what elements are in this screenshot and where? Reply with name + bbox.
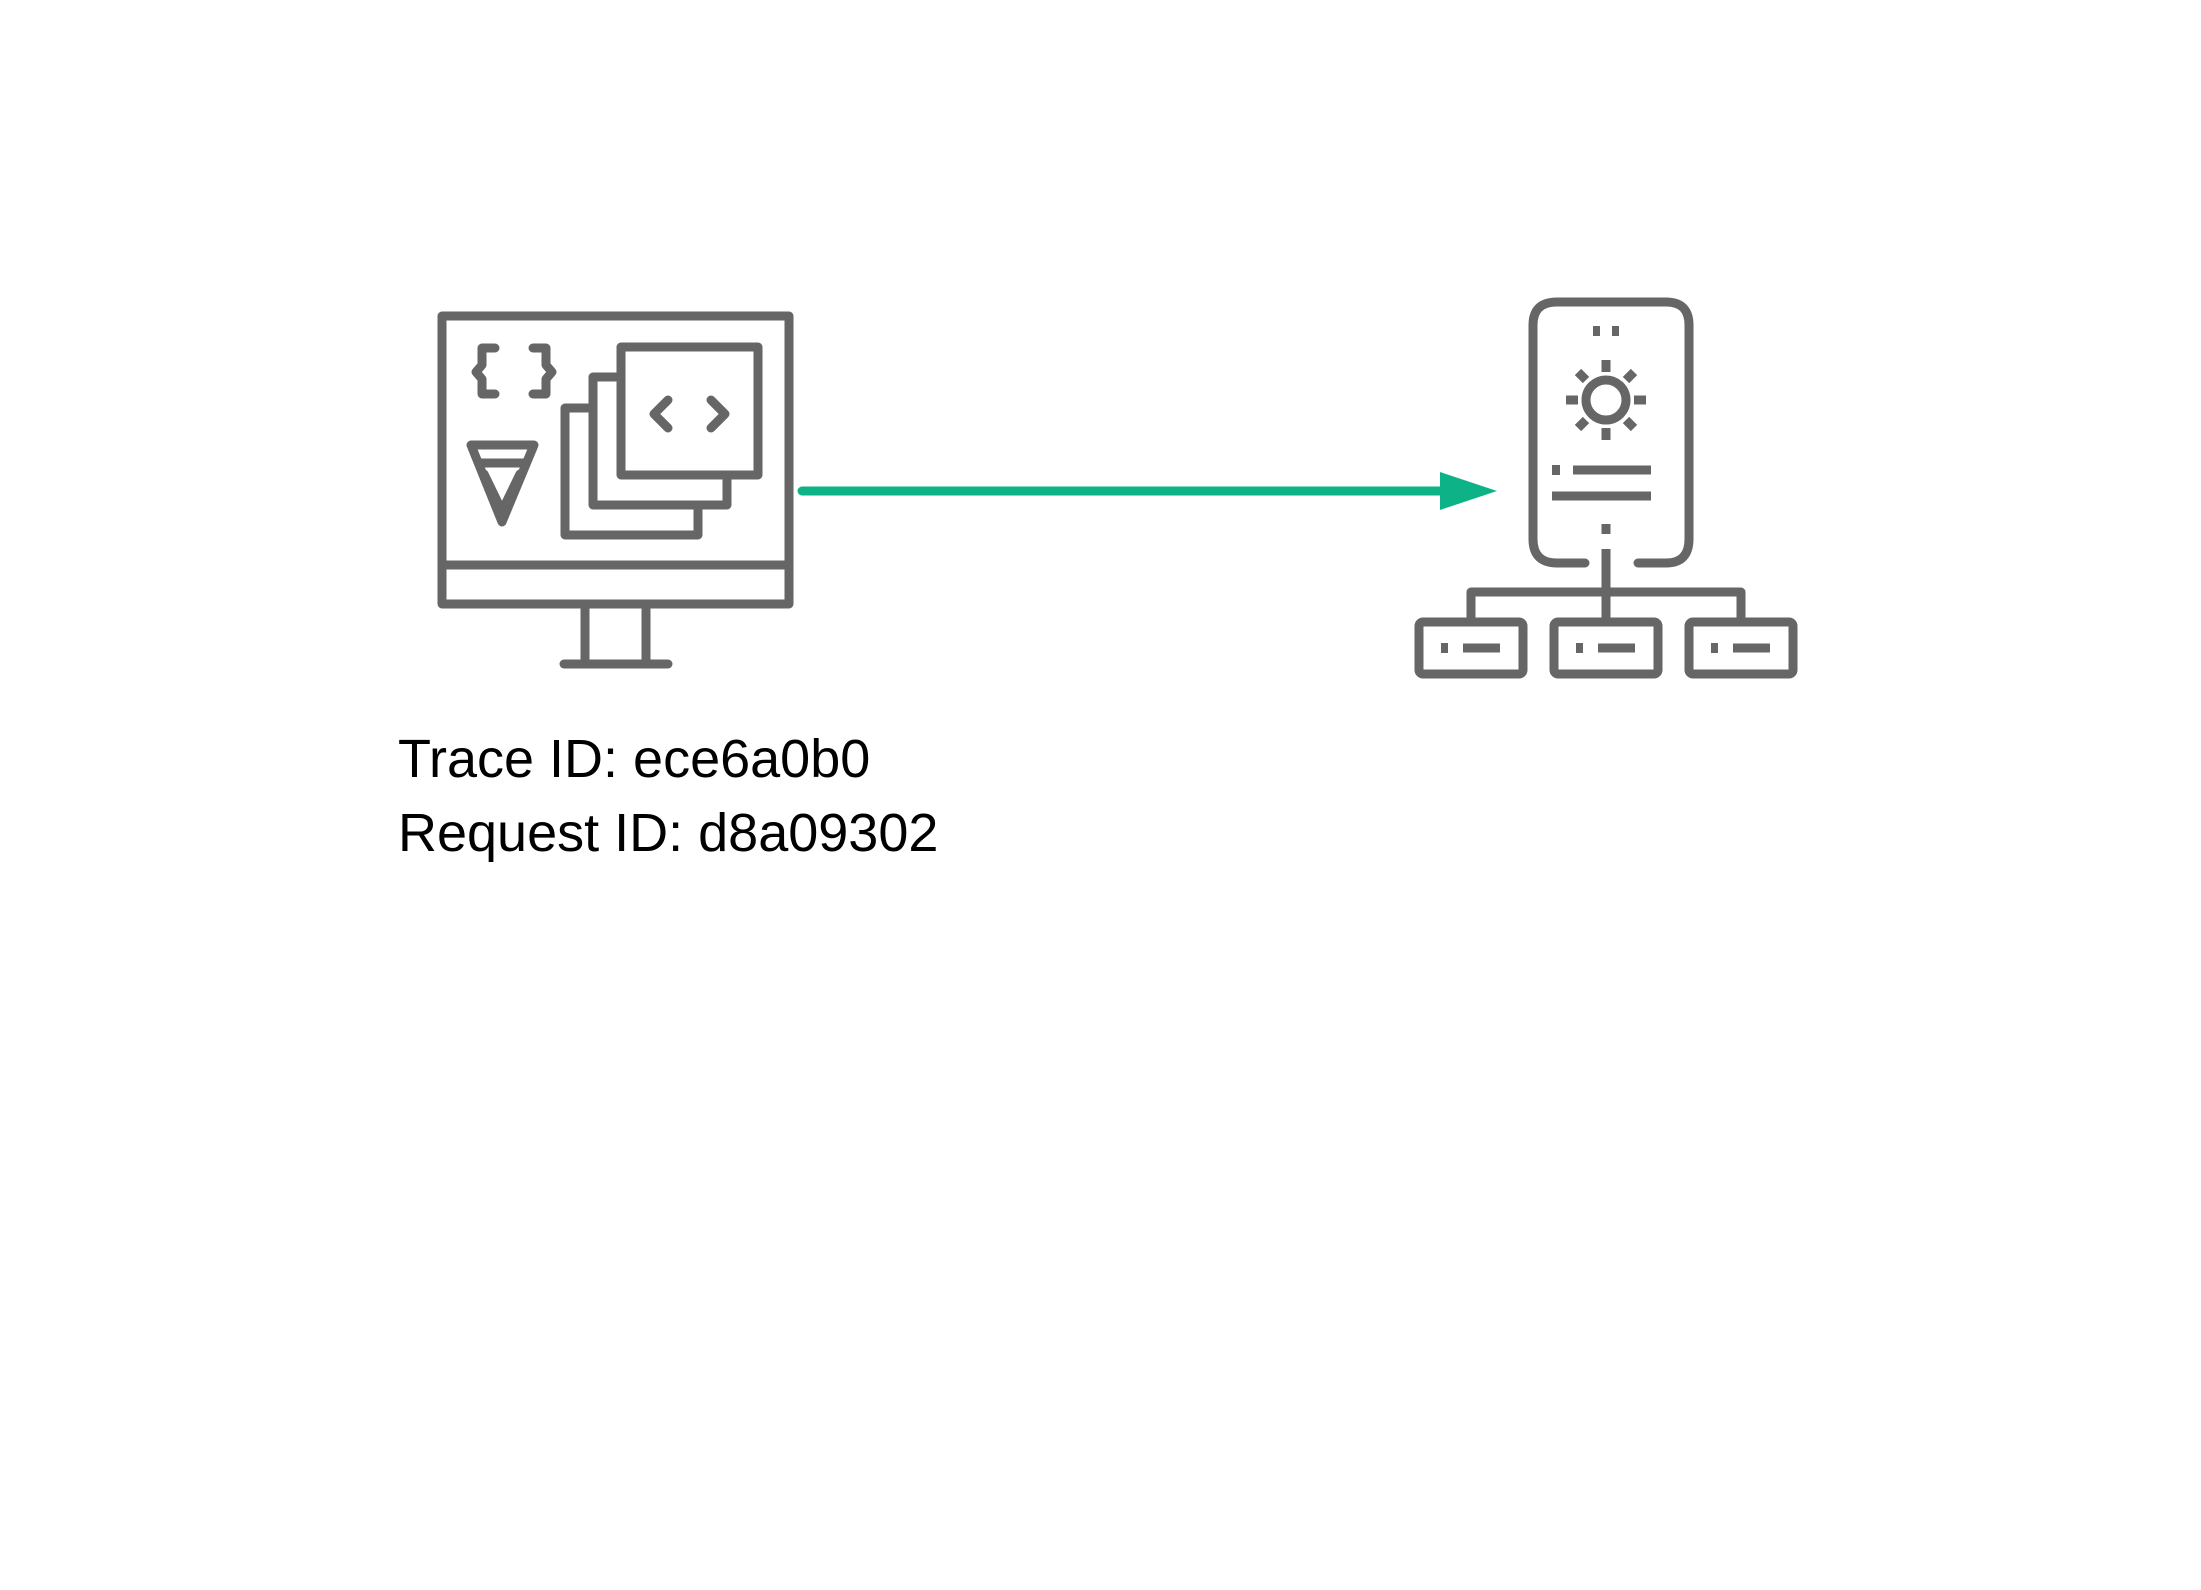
code-chevron-left-icon	[649, 395, 673, 433]
server-network-icon	[1414, 297, 1798, 679]
pen-nib-tip	[479, 469, 525, 516]
network-node-left	[1414, 617, 1528, 679]
window-back	[560, 403, 703, 540]
brace-left-icon	[471, 343, 500, 399]
network-branch	[1466, 587, 1746, 623]
network-node-right	[1684, 617, 1798, 679]
request-arrow	[797, 472, 1497, 510]
arrow-head-icon	[1440, 472, 1497, 510]
trace-id-label: Trace ID: ece6a0b0	[398, 729, 871, 789]
request-id-label: Request ID: d8a09302	[398, 803, 939, 863]
gear-icon	[1566, 360, 1646, 440]
network-node-center	[1549, 617, 1663, 679]
brace-right-icon	[528, 343, 557, 399]
client-id-labels: Trace ID: ece6a0b0 Request ID: d8a09302	[398, 722, 938, 870]
window-middle	[588, 372, 732, 510]
server-body	[1528, 297, 1694, 568]
monitor-frame	[437, 311, 794, 609]
code-chevron-right-icon	[706, 395, 730, 433]
developer-workstation-icon	[437, 311, 794, 669]
window-front	[616, 342, 763, 480]
